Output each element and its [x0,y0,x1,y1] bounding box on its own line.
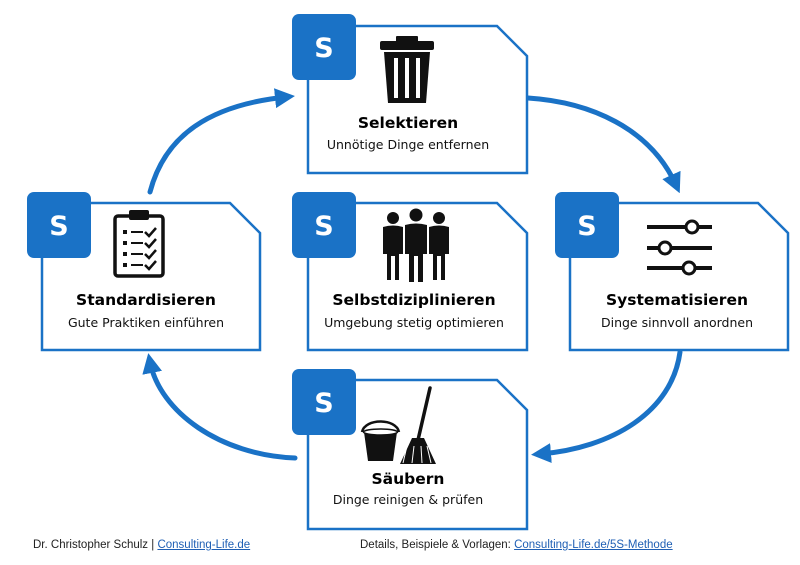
card-title: Selbstdiziplinieren [332,291,495,309]
card-subtitle: Unnötige Dinge entfernen [327,137,489,152]
sliders-icon [647,219,712,276]
footer-author: Dr. Christopher Schulz | Consulting-Life… [33,539,250,551]
card-title: Säubern [372,470,445,488]
arrow-right-to-bottom [531,349,683,464]
badge-letter: S [49,211,68,242]
details-label: Details, Beispiele & Vorlagen: [360,539,511,551]
details-link[interactable]: Consulting-Life.de/5S-Methode [514,539,673,551]
card-frame [568,201,790,352]
badge-letter: S [314,33,333,64]
card-standardisieren: S Standardisieren Gute Praktiken [27,192,262,352]
author-link[interactable]: Consulting-Life.de [157,539,251,551]
footer-separator: | [151,539,155,551]
arrow-left-to-top [147,88,295,195]
card-frame [306,201,529,352]
badge-letter: S [314,388,333,419]
s-badge [555,192,619,258]
card-subtitle: Dinge reinigen & prüfen [333,492,483,507]
card-title: Standardisieren [76,291,216,309]
s-badge [292,369,356,435]
card-selbstdiziplinieren: S Selbstdiziplinieren Umgebung stetig op… [292,192,529,352]
badge-letter: S [577,211,596,242]
arrow-bottom-to-left [142,353,298,461]
checklist-icon [113,210,165,278]
s-badge [292,192,356,258]
trash-icon [380,36,434,103]
card-title: Systematisieren [606,291,748,309]
arrow-top-to-right [525,95,681,194]
bucket-mop-icon [360,386,436,464]
card-subtitle: Umgebung stetig optimieren [324,315,504,330]
badge-letter: S [314,211,333,242]
people-icon [383,208,449,282]
s-badge [292,14,356,80]
footer-details: Details, Beispiele & Vorlagen: Consultin… [360,539,673,551]
card-subtitle: Dinge sinnvoll anordnen [601,315,753,330]
author-name: Dr. Christopher Schulz [33,539,149,551]
s-badge [27,192,91,258]
card-title: Selektieren [358,114,458,132]
card-saeubern: S Säubern Dinge reinigen & prüfen [292,369,529,531]
card-selektieren: S Selektieren Unnötige Dinge entfernen [292,14,529,175]
card-subtitle: Gute Praktiken einführen [68,315,224,330]
cycle-arrows [142,88,683,464]
card-systematisieren: S Systematisieren Dinge sinnvoll anordne… [555,192,790,352]
